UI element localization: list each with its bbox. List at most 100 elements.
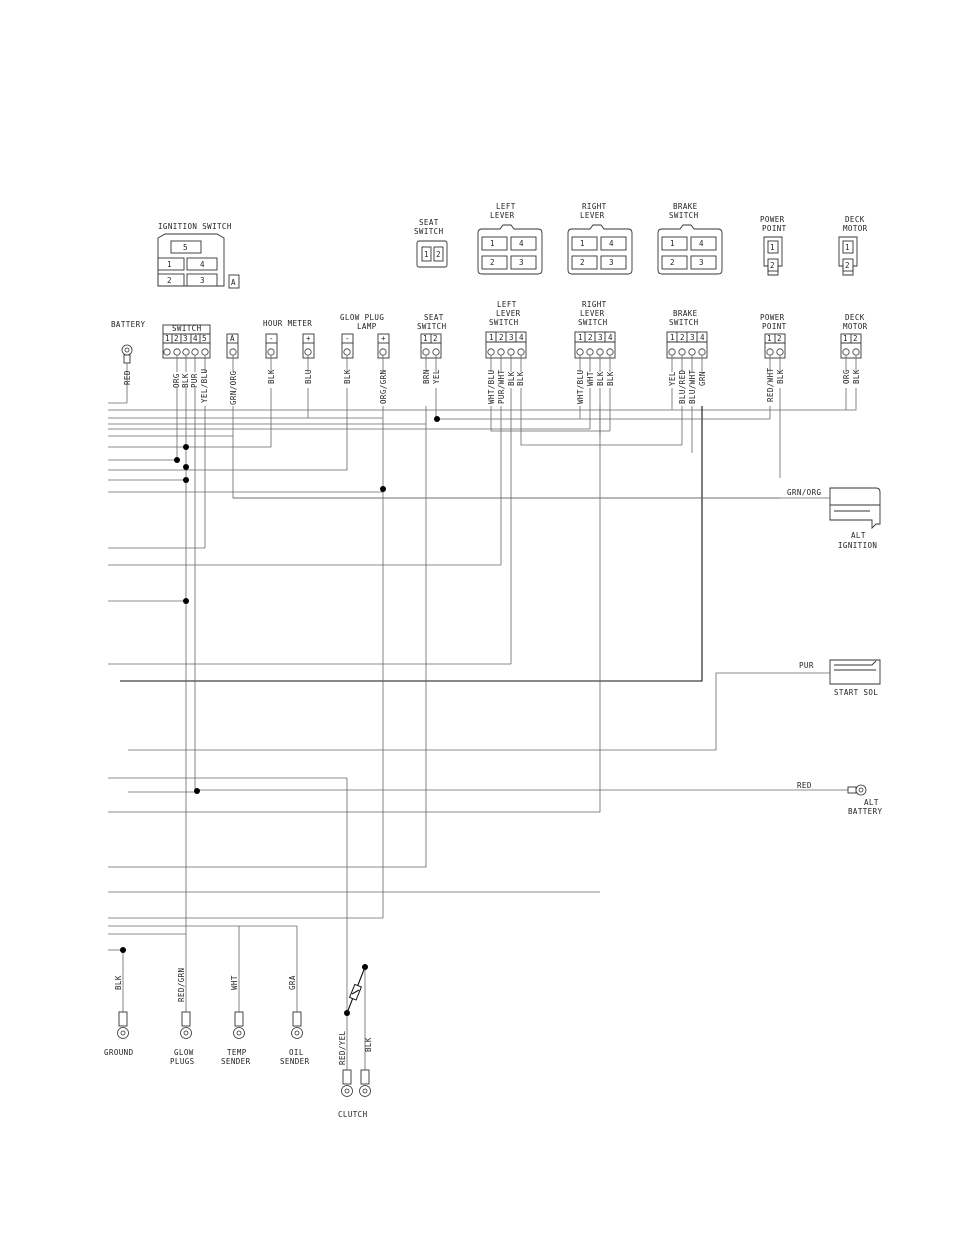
- power-point-pin-2: 2: [777, 334, 782, 343]
- glow-lamp-wire-minus: BLK: [343, 369, 352, 384]
- ignition-switch-title: IGNITION SWITCH: [158, 222, 232, 231]
- seat-top-pin-1: 1: [424, 250, 429, 259]
- temp-sender-label-1: TEMP: [227, 1048, 247, 1057]
- seat-switch-wire-2: YEL: [432, 369, 441, 384]
- glow-plug-lamp-title-1: GLOW PLUG: [340, 313, 384, 322]
- right-lever-switch-title-2: LEVER: [580, 309, 605, 318]
- alt-ignition-wire: GRN/ORG: [787, 488, 821, 497]
- harness-switch-pin-5: 5: [202, 334, 207, 343]
- ign-pin-2: 2: [167, 276, 172, 285]
- left-lever-switch-pin-1: 1: [489, 333, 494, 342]
- power-point-top-pin-2: 2: [770, 261, 775, 270]
- hour-meter-wire-minus: BLK: [267, 369, 276, 384]
- ground-terminal: BLK GROUND: [104, 975, 134, 1057]
- harness-switch-wire-2: ORG: [172, 373, 181, 388]
- right-lever-switch-title-1: RIGHT: [582, 300, 607, 309]
- start-sol-wire: PUR: [799, 661, 814, 670]
- deck-motor-top-pin-2: 2: [845, 261, 850, 270]
- harness-switch-pin-2: 2: [174, 334, 179, 343]
- temp-sender-terminal: WHT TEMP SENDER: [221, 975, 250, 1066]
- left-lever-switch-pin-3: 3: [509, 333, 514, 342]
- brake-switch-title-2: SWITCH: [669, 318, 699, 327]
- power-point-top-title-1: POWER: [760, 215, 785, 224]
- deck-motor-wire-1: ORG: [842, 369, 851, 384]
- glow-plug-lamp: GLOW PLUG LAMP - + BLK ORG/GRN: [340, 313, 390, 404]
- hour-meter-pin-minus: -: [269, 334, 274, 343]
- oil-sender-label-1: OIL: [289, 1048, 304, 1057]
- right-lever-wire-4: BLK: [606, 371, 615, 386]
- oil-sender-label-2: SENDER: [280, 1057, 310, 1066]
- wire-routing: [108, 355, 857, 1070]
- right-lever-top-title-2: LEVER: [580, 211, 605, 220]
- harness-switch-pin-1: 1: [165, 334, 170, 343]
- brake-switch-pin-1: 1: [670, 333, 675, 342]
- alt-ignition-label-1: ALT: [851, 531, 866, 540]
- right-lever-top-pin-1: 1: [580, 239, 585, 248]
- ign-pin-3: 3: [200, 276, 205, 285]
- deck-motor-top-connector: DECK MOTOR 1 2: [838, 215, 868, 276]
- clutch-label: CLUTCH: [338, 1110, 368, 1119]
- ground-label: GROUND: [104, 1048, 134, 1057]
- deck-motor-title-2: MOTOR: [843, 322, 868, 331]
- right-lever-wire-1: WHT/BLU: [576, 370, 585, 404]
- right-lever-top-title-1: RIGHT: [582, 202, 607, 211]
- brake-switch-pin-2: 2: [680, 333, 685, 342]
- seat-top-pin-2: 2: [436, 250, 441, 259]
- brake-switch-pin-4: 4: [700, 333, 705, 342]
- hour-meter-title: HOUR METER: [263, 319, 312, 328]
- deck-motor-title-1: DECK: [845, 313, 865, 322]
- clutch-wire-1: RED/YEL: [338, 1031, 347, 1065]
- power-point-title-1: POWER: [760, 313, 785, 322]
- power-point-pin-1: 1: [767, 334, 772, 343]
- battery-terminal: BATTERY RED: [111, 320, 145, 403]
- seat-switch-top-connector: SEAT SWITCH 1 2: [414, 218, 448, 268]
- alt-ignition-label-2: IGNITION: [838, 541, 877, 550]
- deck-motor-pin-2: 2: [853, 334, 858, 343]
- alt-battery-wire: RED: [797, 781, 812, 790]
- left-lever-switch-pin-2: 2: [499, 333, 504, 342]
- power-point-wire-1: RED/WHT: [766, 368, 775, 402]
- a-terminal-pin: A: [230, 334, 235, 343]
- brake-top-pin-1: 1: [670, 239, 675, 248]
- left-lever-top-pin-3: 3: [519, 258, 524, 267]
- power-point-title-2: POINT: [762, 322, 787, 331]
- right-lever-switch-pin-1: 1: [578, 333, 583, 342]
- left-lever-top-connector: LEFT LEVER 1 4 2 3: [477, 202, 543, 275]
- left-lever-wire-1: WHT/BLU: [487, 370, 496, 404]
- start-solenoid: PUR START SOL: [799, 659, 881, 697]
- seat-switch-wire-1: BRN: [422, 369, 431, 384]
- power-point-top-pin-1: 1: [770, 243, 775, 252]
- alt-battery-label-1: ALT: [864, 798, 879, 807]
- oil-sender-terminal: GRA OIL SENDER: [280, 975, 310, 1066]
- power-point-top-title-2: POINT: [762, 224, 787, 233]
- deck-motor-wire-2: BLK: [852, 369, 861, 384]
- left-lever-top-pin-4: 4: [519, 239, 524, 248]
- brake-wire-1: YEL: [668, 371, 677, 386]
- deck-motor-pin-1: 1: [843, 334, 848, 343]
- brake-top-pin-3: 3: [699, 258, 704, 267]
- glow-lamp-pin-minus: -: [345, 334, 350, 343]
- ign-pin-4: 4: [200, 260, 205, 269]
- ign-pin-1: 1: [167, 260, 172, 269]
- harness-switch-pin-4: 4: [193, 334, 198, 343]
- right-lever-switch-pin-3: 3: [598, 333, 603, 342]
- left-lever-switch-pin-4: 4: [519, 333, 524, 342]
- seat-switch-top-title-2: SWITCH: [414, 227, 444, 236]
- left-lever-top-pin-2: 2: [490, 258, 495, 267]
- right-lever-wire-2: WHT: [586, 371, 595, 386]
- left-lever-switch-title-2: LEVER: [496, 309, 521, 318]
- deck-motor-top-title-2: MOTOR: [843, 224, 868, 233]
- left-lever-switch-harness: LEFT LEVER SWITCH 1 2 3 4 WHT/BLU PUR/WH…: [485, 300, 527, 404]
- left-lever-wire-3: BLK: [507, 371, 516, 386]
- left-lever-wire-4: BLK: [516, 371, 525, 386]
- deck-motor-harness: DECK MOTOR 1 2 ORG BLK: [840, 313, 868, 384]
- glow-plugs-wire: RED/GRN: [177, 968, 186, 1002]
- ground-wire: BLK: [114, 975, 123, 990]
- brake-top-pin-2: 2: [670, 258, 675, 267]
- glow-plugs-label-2: PLUGS: [170, 1057, 195, 1066]
- ign-pin-5: 5: [183, 243, 188, 252]
- seat-switch-harness: SEAT SWITCH 1 2 BRN YEL: [417, 313, 446, 384]
- battery-wire: RED: [123, 370, 132, 385]
- right-lever-wire-3: BLK: [596, 371, 605, 386]
